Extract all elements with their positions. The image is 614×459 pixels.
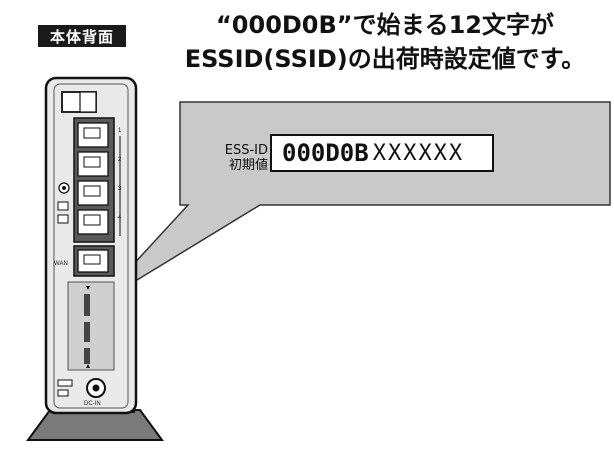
vent-panel [67,281,115,371]
wan-label: WAN [54,261,68,267]
ess-id-prefix: 000D0B [282,139,369,167]
bottom-switch-a [57,379,73,387]
dc-in-label: DC-IN [84,401,101,407]
device-stand [26,409,164,441]
button-icon-b [57,214,69,224]
lan-port-3 [77,180,109,206]
headline-line-2: ESSID(SSID)の出荷時設定値です。 [184,45,586,73]
ess-id-label: ESS-ID 初期値 [200,143,268,173]
callout-background [95,101,611,306]
bottom-switch-b [57,389,69,397]
ess-id-value-box: 000D0B XXXXXX [270,134,494,172]
lan-port-1 [77,122,109,148]
button-icon-a [57,201,69,211]
ess-id-label-line2: 初期値 [228,158,268,173]
lan-port-2 [77,151,109,177]
rear-view-badge: 本体背面 [38,25,126,47]
port-number-1: 1 [118,128,122,134]
ess-id-suffix: XXXXXX [372,140,465,166]
wan-port [77,249,109,273]
headline-line-1: “000D0B”で始まる12文字が [216,11,554,39]
ess-id-label-line1: ESS-ID [224,143,268,158]
lan-port-4 [77,209,109,235]
